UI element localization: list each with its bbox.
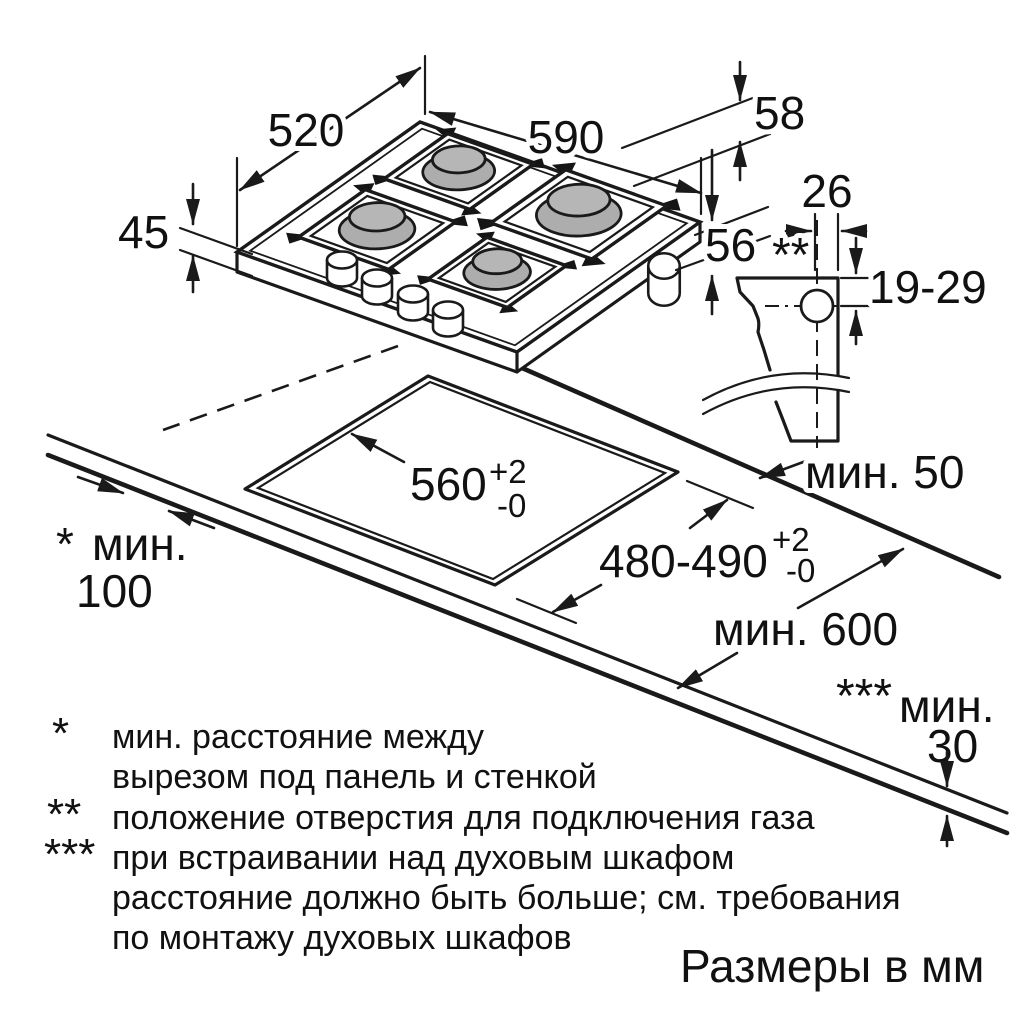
cutout-width-tol-plus: +2 (489, 453, 527, 490)
cutout-inner-edge (258, 382, 665, 579)
cutout-outer-edge (245, 376, 678, 585)
dim-1929-label: 19-29 (869, 261, 987, 313)
min-right-arrow (760, 461, 806, 478)
hob-body-edge (237, 222, 700, 372)
units-note: Размеры в мм (680, 940, 984, 992)
dim-56-ext-top (695, 207, 768, 235)
min-side-value: 100 (76, 565, 153, 617)
hob-body-fill (237, 222, 700, 372)
cutout-depth-ext-bottom (517, 599, 576, 623)
dim-520-line (240, 68, 420, 190)
footnote-1-line-1: мин. расстояние между (112, 718, 484, 756)
footnote-2-marker: ** (47, 790, 81, 839)
dim-56-ext-bottom (676, 236, 770, 270)
dim-58-ext-bottom (634, 134, 770, 186)
hidden-edge-dashed-line (163, 346, 398, 430)
knob-2 (360, 268, 394, 306)
dim-520-label: 520 (268, 104, 345, 156)
footnote-2-line-1: положение отверстия для подключения газа (112, 799, 815, 837)
gas-hole (801, 290, 833, 322)
hob-isometric-view: 520 590 58 45 56 (113, 56, 810, 372)
knob-1 (325, 250, 359, 288)
gas-connection-detail: 26 ** 19-29 (703, 160, 992, 448)
support-foot (646, 251, 682, 308)
worktop-front-edge-top (48, 435, 1007, 813)
gas-hole-marker: ** (772, 229, 809, 282)
worktop-right-edge (497, 357, 999, 577)
min-depth-arrow-up (798, 549, 903, 608)
cutout-width-label: 560 (410, 458, 487, 510)
cutout-depth-label: 480-490 (599, 535, 768, 587)
min-oven-label: мин. (899, 680, 995, 732)
cutout-width-tol-minus: -0 (497, 487, 526, 524)
footnote-1-line-2: вырезом под панель и стенкой (112, 758, 597, 796)
dim-58-label: 58 (754, 87, 805, 139)
min-right-label: мин. 50 (805, 446, 964, 498)
footnote-1-marker: * (52, 709, 69, 758)
dim-590-label: 590 (528, 111, 605, 163)
cutout-depth-arrow-2 (553, 585, 601, 612)
min-depth-label: мин. 600 (713, 603, 898, 655)
dim-26-label: 26 (801, 165, 852, 217)
worktop-cutout-view: 560 +2 -0 480-490 +2 -0 мин. 50 мин. 600… (48, 346, 1007, 846)
dim-45-ext-top (180, 228, 252, 254)
min-side-label: *мин. (56, 518, 188, 570)
cutout-depth-tol-minus: -0 (786, 552, 815, 589)
cutout-depth-ext-top (687, 481, 753, 508)
min-oven-marker: *** (836, 670, 892, 723)
cutout-width-arrow (352, 434, 404, 462)
knob-3 (396, 284, 430, 322)
break-line-bottom (703, 387, 849, 414)
break-mask (703, 380, 849, 407)
dim-590-line (430, 112, 701, 193)
knob-4 (431, 300, 465, 338)
dim-45-label: 45 (118, 206, 169, 258)
min-side-arrow-2 (169, 511, 214, 528)
footnote-3-line-3: по монтажу духовых шкафов (112, 919, 572, 957)
worktop-front-edge-bottom (48, 455, 1007, 833)
break-line-top (703, 373, 849, 400)
min-side-arrow-1 (78, 477, 123, 493)
min-oven-value: 30 (927, 720, 978, 772)
footnote-3-marker: *** (44, 830, 95, 879)
footnote-3-line-2: расстояние должно быть больше; см. требо… (112, 879, 901, 917)
cutout-depth-tol-plus: +2 (772, 521, 810, 558)
dim-58-ext-top (622, 96, 758, 148)
footnotes: * мин. расстояние между вырезом под пане… (44, 709, 901, 957)
dim-56-label: 56 (705, 219, 756, 271)
min-depth-arrow-down (678, 653, 737, 688)
cutout-depth-arrow-1 (690, 500, 727, 528)
dim-45-ext-bottom (180, 250, 252, 276)
footnote-3-line-1: при встраивании над духовым шкафом (112, 839, 734, 877)
